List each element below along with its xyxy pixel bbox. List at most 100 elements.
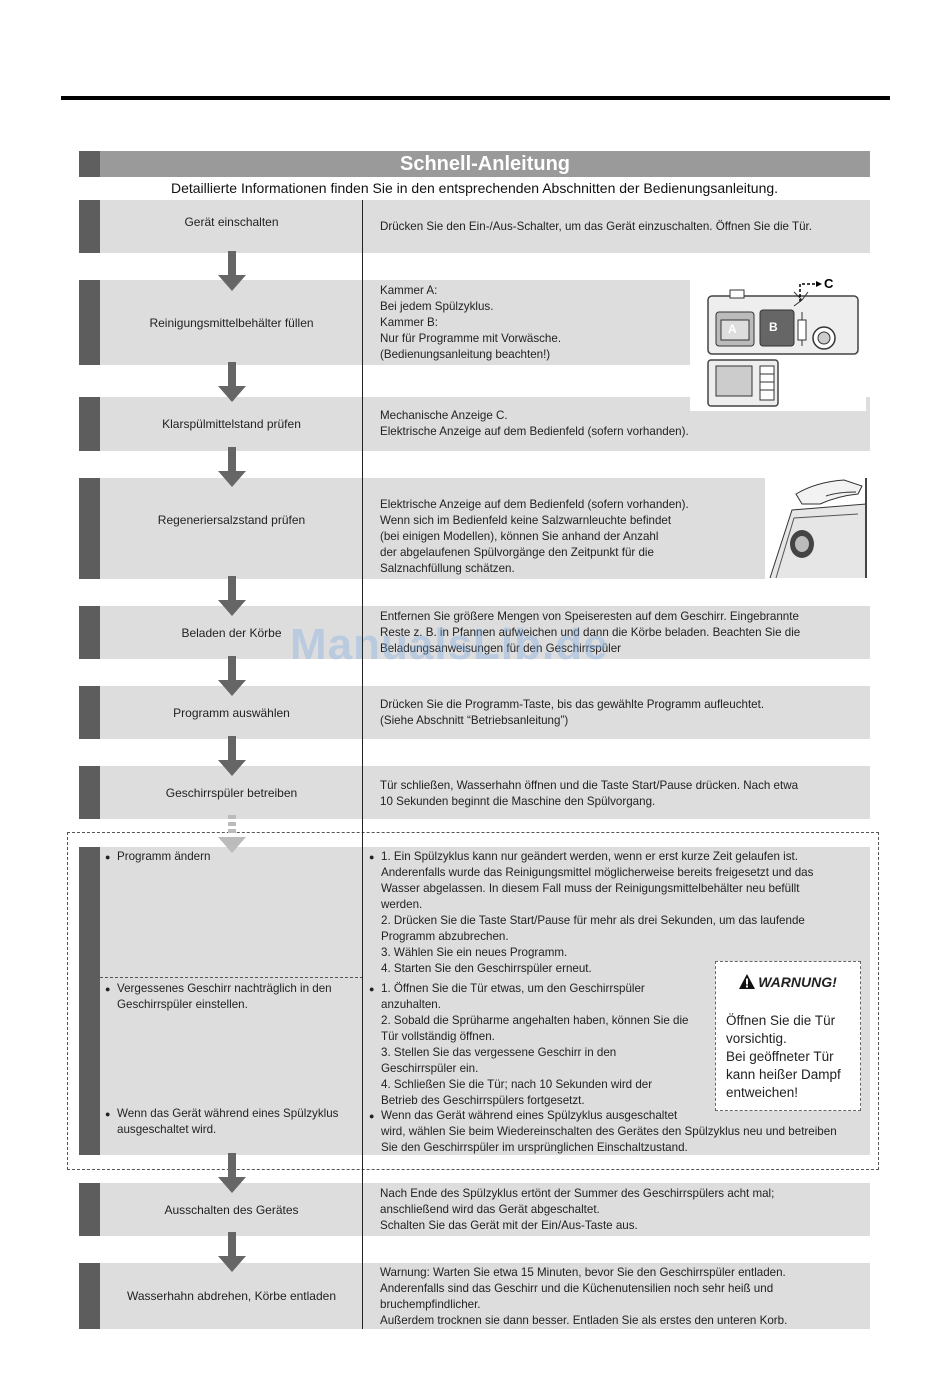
step-text-line: Nur für Programme mit Vorwäsche. <box>380 332 562 345</box>
step-text-line: Drücken Sie den Ein-/Aus-Schalter, um da… <box>380 220 812 233</box>
step-text: Tür schließen, Wasserhahn öffnen und die… <box>380 778 862 810</box>
step-label: Wasserhahn abdrehen, Körbe entladen <box>126 1289 337 1303</box>
down-arrow-icon <box>218 447 246 487</box>
step-text-line: Entfernen Sie größere Mengen von Speiser… <box>380 610 799 623</box>
special-label-line: ausgeschaltet wird. <box>117 1123 217 1136</box>
special-text-line: 4. Starten Sie den Geschirrspüler erneut… <box>381 962 592 975</box>
step-text: Warnung: Warten Sie etwa 15 Minuten, bev… <box>380 1265 862 1329</box>
step-select-program: Programm auswählen Drücken Sie die Progr… <box>79 686 870 739</box>
step-accent <box>79 280 100 365</box>
step-text-line: Mechanische Anzeige C. <box>380 409 508 422</box>
step-label: Geschirrspüler betreiben <box>165 785 298 800</box>
special-label-forgotten-dish: Vergessenes Geschirr nachträglich in den… <box>105 981 362 1013</box>
step-accent <box>79 847 100 1155</box>
step-text-line: Elektrische Anzeige auf dem Bedienfeld (… <box>380 498 689 511</box>
special-text-line: Wasser abgelassen. In diesem Fall muss d… <box>381 882 800 895</box>
step-power-on: Gerät einschalten Drücken Sie den Ein-/A… <box>79 200 870 253</box>
special-text-line: werden. <box>381 898 423 911</box>
step-accent <box>79 200 100 253</box>
special-text-change-program: 1. Ein Spülzyklus kann nur geändert werd… <box>369 849 865 977</box>
step-text-line: 10 Sekunden beginnt die Maschine den Spü… <box>380 795 656 808</box>
step-text-line: (Bedienungsanleitung beachten!) <box>380 348 551 361</box>
special-text-line: Sie den Geschirrspüler im ursprünglichen… <box>381 1141 688 1154</box>
special-cases-frame <box>67 832 879 1170</box>
step-label: Programm auswählen <box>173 705 290 720</box>
step-label: Regeneriersalzstand prüfen <box>157 512 306 527</box>
special-text-line: 2. Drücken Sie die Taste Start/Pause für… <box>381 914 805 927</box>
page-subtitle: Detaillierte Informationen finden Sie in… <box>170 180 779 196</box>
warning-text: Öffnen Sie die Tür vorsichtig. Bei geöff… <box>726 1012 854 1102</box>
down-arrow-icon <box>218 1153 246 1193</box>
special-label-change-program: Programm ändern <box>105 849 210 865</box>
column-divider <box>362 200 363 1329</box>
special-text-line: Betrieb des Geschirrspülers fortgesetzt. <box>381 1094 585 1107</box>
warning-heading-text: WARNUNG! <box>758 974 837 990</box>
special-text-line: 3. Stellen Sie das vergessene Geschirr i… <box>381 1046 617 1059</box>
special-divider <box>100 977 363 978</box>
warning-text-line: Öffnen Sie die Tür <box>726 1013 836 1028</box>
down-arrow-icon <box>218 656 246 696</box>
step-label: Ausschalten des Gerätes <box>164 1202 299 1217</box>
down-arrow-icon <box>218 362 246 402</box>
step-accent <box>79 397 100 451</box>
step-accent <box>79 606 100 659</box>
step-accent <box>79 766 100 819</box>
special-text-line: 4. Schließen Sie die Tür; nach 10 Sekund… <box>381 1078 653 1091</box>
special-text-line: anzuhalten. <box>381 998 441 1011</box>
title-bar-accent <box>79 151 100 177</box>
special-text-line: 2. Sobald die Sprüharme angehalten haben… <box>381 1014 689 1027</box>
special-label-line: Vergessenes Geschirr nachträglich in den <box>117 982 332 995</box>
special-text-line: Anderenfalls wurde das Reinigungsmittel … <box>381 866 814 879</box>
special-text-line: Geschirrspüler ein. <box>381 1062 479 1075</box>
down-arrow-icon <box>218 736 246 776</box>
special-text-line: 3. Wählen Sie ein neues Programm. <box>381 946 568 959</box>
warning-box: WARNUNG! Öffnen Sie die Tür vorsichtig. … <box>715 961 861 1111</box>
special-text-line: 1. Öffnen Sie die Tür etwas, um den Gesc… <box>381 982 645 995</box>
dispenser-label-b: B <box>769 320 778 334</box>
salt-container-figure <box>766 474 870 584</box>
step-accent <box>79 1183 100 1236</box>
step-text-line: Anderenfalls sind das Geschirr und die K… <box>380 1282 774 1295</box>
warning-text-line: Bei geöffneter Tür <box>726 1049 834 1064</box>
step-text: Elektrische Anzeige auf dem Bedienfeld (… <box>380 497 757 577</box>
dashed-down-arrow-icon <box>218 815 246 853</box>
step-check-salt: Regeneriersalzstand prüfen Elektrische A… <box>79 478 765 579</box>
step-text-line: Bei jedem Spülzyklus. <box>380 300 494 313</box>
step-text-line: Elektrische Anzeige auf dem Bedienfeld (… <box>380 425 689 438</box>
step-text: Entfernen Sie größere Mengen von Speiser… <box>380 609 862 657</box>
step-text-line: Tür schließen, Wasserhahn öffnen und die… <box>380 779 799 792</box>
page-title: Schnell-Anleitung <box>400 153 570 175</box>
top-rule <box>61 96 890 100</box>
watermark: ManualsLib.de <box>290 620 609 669</box>
warning-heading: WARNUNG! <box>716 974 860 990</box>
special-text-line: wird, wählen Sie beim Wiedereinschalten … <box>381 1125 837 1138</box>
step-load-baskets: Beladen der Körbe Entfernen Sie größere … <box>79 606 870 659</box>
step-text: Nach Ende des Spülzyklus ertönt der Summ… <box>380 1186 862 1234</box>
title-bar: Schnell-Anleitung <box>79 151 870 177</box>
down-arrow-icon <box>218 1232 246 1272</box>
step-text-line: Reste z. B. in Pfannen aufweichen und da… <box>380 626 801 639</box>
special-text-line: Tür vollständig öffnen. <box>381 1030 495 1043</box>
step-text-line: Kammer B: <box>380 316 438 329</box>
detergent-dispenser-figure <box>690 276 866 411</box>
special-label-line: Geschirrspüler einstellen. <box>117 998 248 1011</box>
special-text-line: Programm abzubrechen. <box>381 930 509 943</box>
step-text-line: (Siehe Abschnitt “Betriebsanleitung”) <box>380 714 569 727</box>
step-label: Klarspülmittelstand prüfen <box>162 417 301 431</box>
step-text-line: Kammer A: <box>380 284 438 297</box>
step-text-line: Salznachfüllung schätzen. <box>380 562 515 575</box>
step-accent <box>79 478 100 579</box>
special-text-line: Wenn das Gerät während eines Spülzyklus … <box>381 1109 678 1122</box>
step-operate-dishwasher: Geschirrspüler betreiben Tür schließen, … <box>79 766 870 819</box>
warning-text-line: kann heißer Dampf <box>726 1067 841 1082</box>
step-text: Mechanische Anzeige C. Elektrische Anzei… <box>380 408 862 440</box>
step-text-line: Warnung: Warten Sie etwa 15 Minuten, bev… <box>380 1266 786 1279</box>
step-accent <box>79 1263 100 1329</box>
step-text-line: der abgelaufenen Spülvorgänge den Zeitpu… <box>380 546 654 559</box>
special-text-switched-off: Wenn das Gerät während eines Spülzyklus … <box>369 1108 868 1156</box>
step-text-line: Beladungsanweisungen für den Geschirrspü… <box>380 642 622 655</box>
step-text: Kammer A: Bei jedem Spülzyklus. Kammer B… <box>380 283 683 363</box>
warning-triangle-icon <box>739 974 756 989</box>
step-label: Gerät einschalten <box>184 214 279 229</box>
warning-text-line: entweichen! <box>726 1085 799 1100</box>
